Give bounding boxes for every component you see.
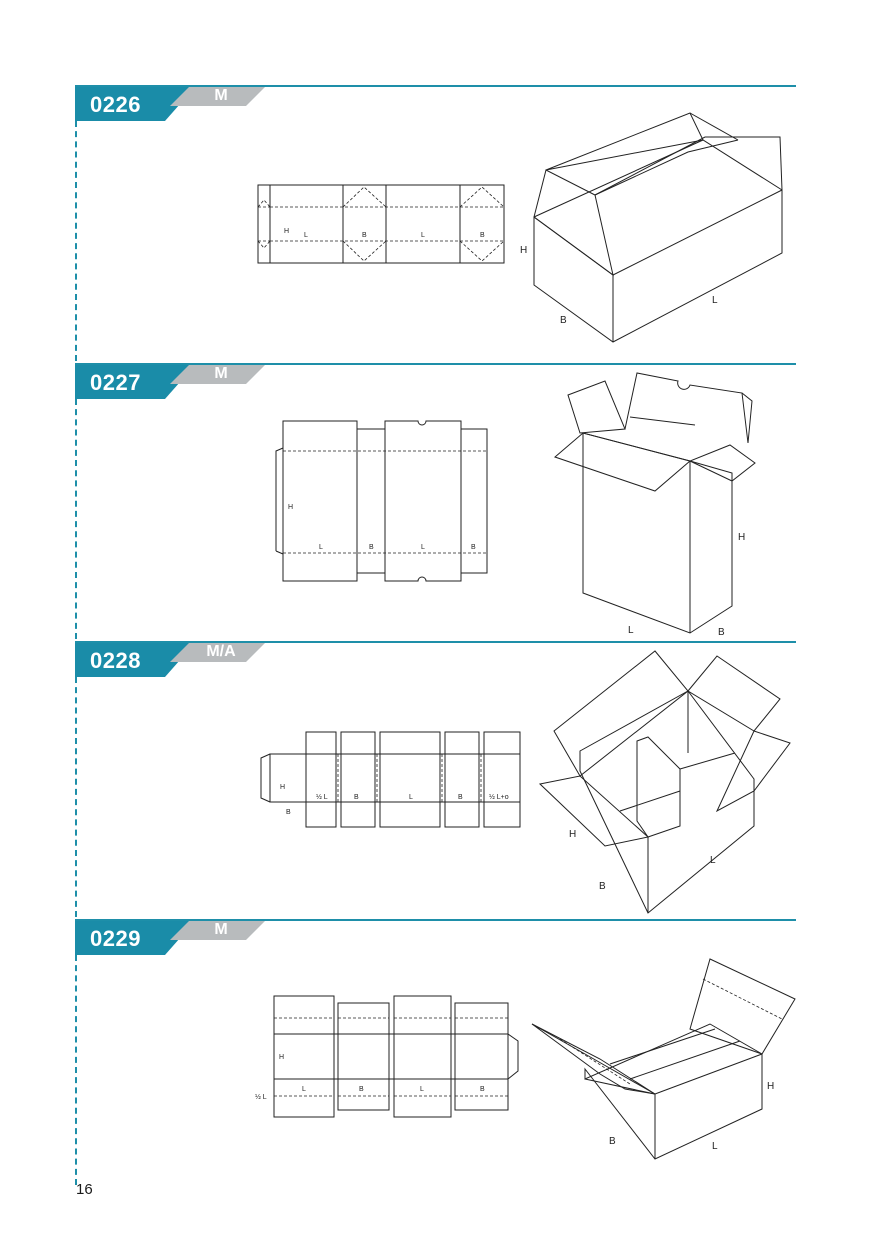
diagram-0229: H ½ L L B L B H B L bbox=[255, 958, 796, 1160]
section-0226: 0226 M H L B L B bbox=[0, 85, 872, 363]
type-tab bbox=[170, 643, 265, 662]
net-label: B bbox=[471, 544, 476, 551]
net-label: L bbox=[319, 544, 323, 551]
box-type: M bbox=[214, 921, 228, 938]
net-label: H bbox=[288, 504, 293, 511]
assembled-box: H B L bbox=[520, 112, 783, 343]
box-label: H bbox=[520, 245, 527, 256]
net-label: L bbox=[409, 794, 413, 801]
assembled-box: H B L bbox=[531, 958, 796, 1160]
flat-net: H ½ L L B L B bbox=[255, 995, 519, 1118]
section-0227: 0227 M H L B L B bbox=[0, 363, 872, 641]
type-tab bbox=[170, 87, 265, 106]
section-dashed-border bbox=[75, 399, 77, 639]
section-rule bbox=[75, 641, 796, 643]
net-label: H bbox=[279, 1054, 284, 1061]
page-number: 16 bbox=[76, 1181, 93, 1198]
box-type: M bbox=[214, 365, 228, 382]
box-code: 0229 bbox=[90, 926, 141, 951]
section-rule bbox=[75, 363, 796, 365]
assembled-box: H L B bbox=[554, 372, 756, 638]
box-code: 0226 bbox=[90, 92, 141, 117]
net-label: H bbox=[280, 784, 285, 791]
box-code: 0228 bbox=[90, 648, 141, 673]
net-label: L bbox=[302, 1086, 306, 1093]
box-type: M bbox=[214, 87, 228, 104]
net-label: L bbox=[304, 232, 308, 239]
assembled-box: H L B bbox=[538, 650, 791, 914]
box-label: L bbox=[712, 1141, 718, 1152]
section-0229: 0229 M H ½ L L B L B bbox=[0, 919, 872, 1185]
section-dashed-border bbox=[75, 677, 77, 917]
section-rule bbox=[75, 85, 796, 87]
flat-net: H L B L B bbox=[257, 184, 505, 264]
box-label: B bbox=[560, 315, 567, 326]
box-label: B bbox=[609, 1136, 616, 1147]
section-dashed-border bbox=[75, 121, 77, 361]
diagram-0228: H ½ L B L B ½ L+o B H L B bbox=[260, 650, 791, 914]
box-code: 0227 bbox=[90, 370, 141, 395]
net-label: ½ L bbox=[255, 1093, 267, 1101]
section-0228: 0228 M/A H ½ L B L B ½ L+o B bbox=[0, 641, 872, 919]
net-label: B bbox=[480, 232, 485, 239]
net-label: B bbox=[286, 809, 291, 816]
net-label: B bbox=[354, 794, 359, 801]
box-label: L bbox=[628, 625, 634, 636]
net-label: L bbox=[421, 232, 425, 239]
section-dashed-border bbox=[75, 955, 77, 1185]
box-label: H bbox=[569, 829, 576, 840]
net-label: B bbox=[359, 1086, 364, 1093]
diagram-0226: H L B L B H B L bbox=[257, 112, 783, 343]
net-label: L bbox=[421, 544, 425, 551]
flat-net: H ½ L B L B ½ L+o B bbox=[260, 731, 521, 828]
net-label: B bbox=[369, 544, 374, 551]
net-label: B bbox=[458, 794, 463, 801]
box-label: B bbox=[599, 881, 606, 892]
box-label: L bbox=[712, 295, 718, 306]
type-tab bbox=[170, 365, 265, 384]
net-label: ½ L+o bbox=[489, 793, 509, 801]
box-type: M/A bbox=[206, 643, 236, 660]
net-label: B bbox=[362, 232, 367, 239]
section-rule bbox=[75, 919, 796, 921]
box-label: H bbox=[767, 1081, 774, 1092]
box-label: H bbox=[738, 532, 745, 543]
net-label: ½ L bbox=[316, 793, 328, 801]
diagram-0227: H L B L B H L B bbox=[275, 372, 756, 638]
net-label: B bbox=[480, 1086, 485, 1093]
net-label: L bbox=[420, 1086, 424, 1093]
net-label: H bbox=[284, 228, 289, 235]
type-tab bbox=[170, 921, 265, 940]
box-label: L bbox=[710, 855, 716, 866]
box-label: B bbox=[718, 627, 725, 638]
flat-net: H L B L B bbox=[275, 420, 488, 582]
